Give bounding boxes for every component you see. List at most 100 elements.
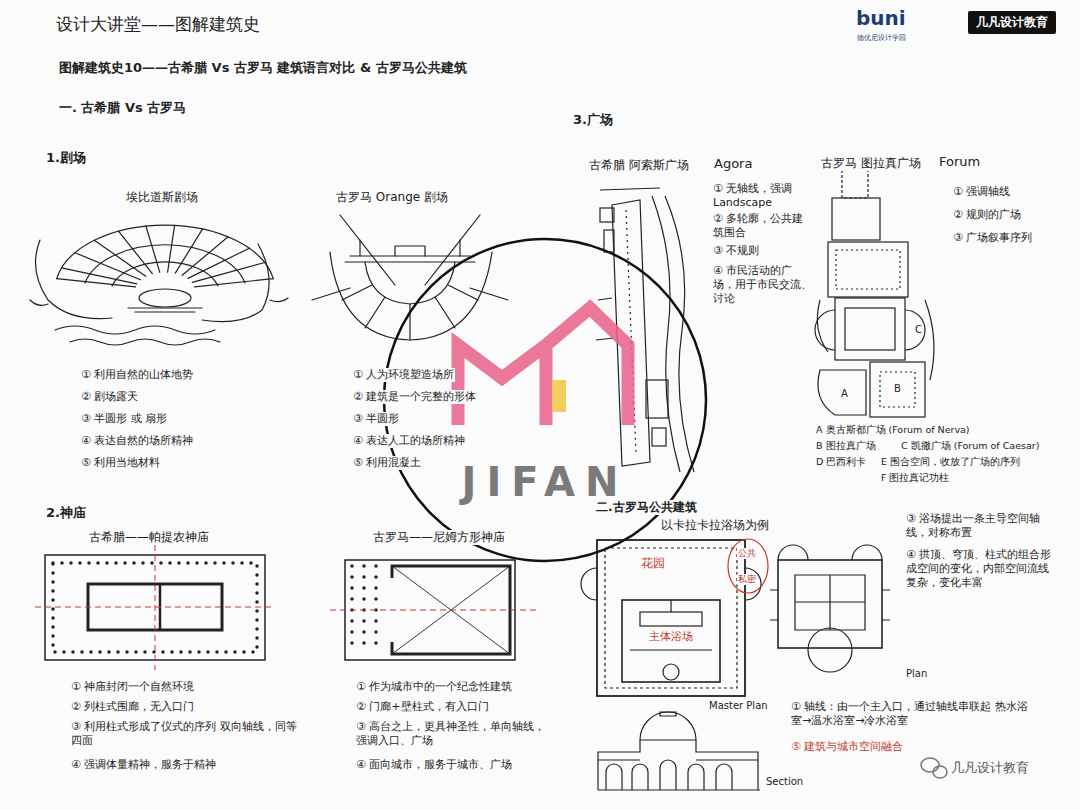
agora-plan bbox=[600, 208, 614, 222]
drawing-caption: 古罗马 图拉真广场 bbox=[820, 156, 922, 171]
caracalla-master-plan bbox=[605, 548, 737, 688]
section-heading: 图解建筑史10——古希腊 Vs 古罗马 建筑语言对比 & 古罗马公共建筑 bbox=[58, 60, 468, 76]
page-title: 设计大讲堂——图解建筑史 bbox=[55, 14, 261, 35]
plan-label: 公共 bbox=[737, 548, 757, 559]
note: ④ 表达人工的场所精神 bbox=[352, 434, 466, 448]
epidaurus-theatre bbox=[30, 298, 288, 305]
caracalla-plan bbox=[770, 545, 890, 672]
caracalla-section bbox=[598, 740, 758, 790]
drawing-caption: 古希腊——帕提农神庙 bbox=[88, 530, 210, 545]
caracalla-section bbox=[598, 759, 758, 760]
note: ③ 利用柱式形成了仪式的序列 双向轴线，同等四面 bbox=[70, 720, 302, 748]
logo-text: 德优尼设计学园 bbox=[856, 34, 907, 43]
jifan-logo bbox=[458, 308, 628, 425]
plan-key: D 巴西利卡 bbox=[815, 456, 867, 468]
forum-plan bbox=[870, 362, 925, 417]
epidaurus-theatre bbox=[139, 289, 191, 307]
note: ② 多轮廓，公共建筑围合 bbox=[712, 212, 814, 240]
note: ③ 广场叙事序列 bbox=[952, 231, 1033, 245]
forum-plan bbox=[835, 298, 905, 360]
section-heading: 2.神庙 bbox=[45, 505, 87, 521]
caracalla-master-plan bbox=[581, 568, 761, 600]
parthenon-plan bbox=[35, 545, 275, 670]
note: ③ 不规则 bbox=[712, 244, 760, 258]
maison-carree-plan bbox=[330, 610, 540, 611]
forum-plan bbox=[815, 170, 934, 417]
forum-plan bbox=[832, 198, 880, 240]
drawing-caption: Forum bbox=[938, 154, 981, 170]
forum-plan bbox=[818, 370, 866, 415]
section-heading: 二.古罗马公共建筑 bbox=[595, 500, 698, 515]
note: ② 列柱式围廊，无入口门 bbox=[70, 700, 195, 714]
drawing-caption: Plan bbox=[905, 668, 928, 681]
brand-box: 几凡设计教育 bbox=[968, 11, 1056, 34]
orange-theatre bbox=[365, 262, 455, 304]
forum-plan bbox=[828, 242, 908, 297]
section-heading: 3.广场 bbox=[572, 112, 614, 128]
forum-plan bbox=[880, 372, 915, 407]
section-heading: 一. 古希腊 Vs 古罗马 bbox=[58, 100, 187, 116]
wechat-icon bbox=[933, 766, 947, 778]
caracalla-plan bbox=[778, 560, 882, 648]
caracalla-section bbox=[598, 712, 760, 790]
note: ① 无轴线，强调Landscape bbox=[712, 182, 814, 210]
note: ④ 拱顶、穹顶、柱式的组合形成空间的变化，内部空间流线复杂，变化丰富 bbox=[905, 548, 1057, 589]
note: ⑤ 建筑与城市空间融合 bbox=[790, 740, 904, 754]
note: ④ 表达自然的场所精神 bbox=[80, 434, 194, 448]
caracalla-plan bbox=[770, 590, 890, 620]
note: ③ 浴场提出一条主导空间轴线，对称布置 bbox=[905, 512, 1057, 540]
note: ③ 高台之上，更具神圣性，单向轴线，强调入口、广场 bbox=[355, 720, 557, 748]
note: ① 人为环境塑造场所 bbox=[352, 368, 455, 382]
watermark: 几凡设计教育 bbox=[950, 760, 1030, 776]
note: ① 轴线：由一个主入口，通过轴线串联起 热水浴室→温水浴室→冷水浴室 bbox=[790, 700, 1032, 728]
drawing-caption: Master Plan bbox=[708, 700, 769, 713]
jifan-logo bbox=[458, 308, 628, 425]
caracalla-plan bbox=[778, 545, 882, 560]
note: ④ 市民活动的广场，用于市民交流、讨论 bbox=[712, 264, 814, 305]
agora-plan bbox=[665, 196, 694, 472]
brand-name: 几凡设计教育 bbox=[968, 11, 1056, 33]
note: ② 剧场露天 bbox=[80, 390, 139, 404]
agora-plan bbox=[646, 380, 668, 418]
drawing-caption: 古希腊 阿索斯广场 bbox=[588, 158, 690, 173]
agora-plan bbox=[604, 230, 614, 252]
caracalla-plan bbox=[795, 575, 865, 630]
note: ④ 强调体量精神，服务于精神 bbox=[70, 758, 217, 772]
plan-key: A 奥古斯都广场 (Forum of Nerva) bbox=[815, 424, 971, 436]
epidaurus-theatre bbox=[55, 326, 215, 334]
wechat-icon bbox=[921, 758, 939, 772]
plan-letter: A bbox=[840, 388, 849, 401]
caracalla-section bbox=[606, 760, 732, 790]
drawing-caption: 埃比道斯剧场 bbox=[125, 190, 199, 205]
plan-key: B 图拉真广场 bbox=[815, 440, 877, 452]
note: ① 神庙封闭一个自然环境 bbox=[70, 680, 195, 694]
epidaurus-theatre bbox=[57, 225, 274, 287]
orange-theatre bbox=[312, 215, 508, 340]
drawing-caption: Agora bbox=[713, 156, 753, 172]
forum-plan bbox=[815, 310, 925, 350]
note: ② 建筑是一个完整的形体 bbox=[352, 390, 477, 404]
forum-plan bbox=[836, 250, 900, 289]
caracalla-master-plan bbox=[640, 612, 702, 626]
epidaurus-theatre bbox=[36, 240, 113, 319]
caracalla-section bbox=[640, 712, 696, 740]
agora-plan bbox=[652, 196, 680, 472]
epidaurus-theatre bbox=[128, 308, 202, 312]
caracalla-master-plan bbox=[728, 539, 768, 593]
plan-label: 私密 bbox=[737, 574, 757, 585]
note: ③ 半圆形 bbox=[352, 412, 400, 426]
jifan-logo bbox=[552, 380, 566, 412]
note: ⑤ 利用混凝土 bbox=[352, 456, 422, 470]
orange-theatre bbox=[312, 215, 508, 300]
orange-theatre bbox=[345, 256, 475, 262]
section-heading: 1.剧场 bbox=[45, 150, 87, 166]
note: ④ 面向城市，服务于城市、广场 bbox=[355, 758, 513, 772]
note: ② 门廊+壁柱式，有入口门 bbox=[355, 700, 490, 714]
plan-letter: C bbox=[914, 324, 923, 337]
note: ⑤ 利用当地材料 bbox=[80, 456, 161, 470]
drawing-caption: 古罗马——尼姆方形神庙 bbox=[372, 530, 506, 545]
forum-plan bbox=[845, 308, 895, 350]
logo-text: buni bbox=[855, 6, 907, 31]
note: ① 作为城市中的一个纪念性建筑 bbox=[355, 680, 513, 694]
